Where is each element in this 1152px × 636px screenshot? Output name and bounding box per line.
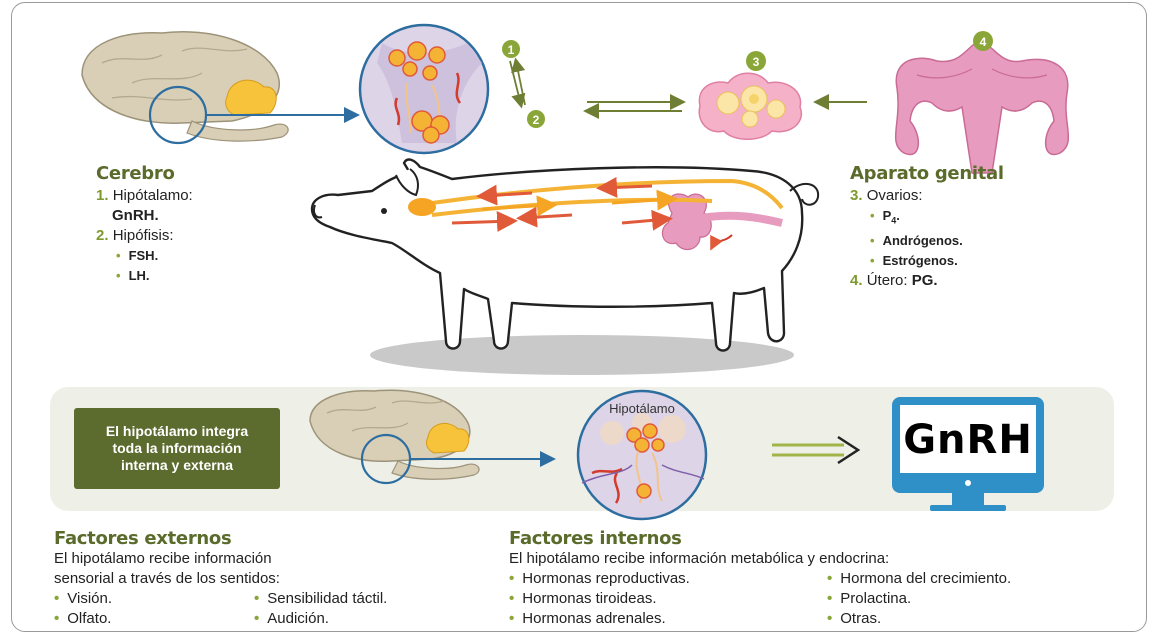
bullet-icon: •	[870, 208, 875, 223]
interno-item-label: Hormonas adrenales.	[522, 610, 665, 627]
bullet-icon: •	[827, 590, 832, 607]
externo-item: • Olfato.	[54, 609, 254, 629]
cerebro-sub-fsh-label: FSH.	[129, 248, 159, 263]
factores-externos-line-1: El hipotálamo recibe información	[54, 549, 387, 569]
interno-item: • Hormonas tiroideas.	[509, 589, 827, 609]
externo-item: • Audición.	[254, 609, 387, 629]
externo-item-label: Visión.	[67, 590, 112, 607]
interno-item-label: Hormonas reproductivas.	[522, 570, 690, 587]
bullet-icon: •	[116, 268, 121, 283]
externo-item-label: Sensibilidad táctil.	[267, 590, 387, 607]
cerebro-item-1-label: Hipótalamo:	[113, 187, 193, 204]
interno-item-label: Hormona del crecimiento.	[840, 570, 1011, 587]
ovary-illustration: 3	[699, 51, 801, 139]
integration-callout: El hipotálamo integra toda la informació…	[74, 408, 280, 489]
cerebro-title: Cerebro	[96, 163, 193, 184]
bullet-icon: •	[509, 570, 514, 587]
aparato-sub-estrogenos: • Estrógenos.	[850, 251, 1004, 271]
estrogenos-label: Estrógenos.	[883, 253, 958, 268]
cerebro-sub-lh-label: LH.	[129, 268, 150, 283]
monitor-illustration: GnRH	[892, 397, 1044, 511]
hypothalamus-label: Hipotálamo	[609, 401, 675, 416]
aparato-item-4: 4. Útero: PG.	[850, 271, 1004, 291]
bullet-icon: •	[54, 610, 59, 627]
factores-internos-title: Factores internos	[509, 528, 1011, 549]
cerebro-item-2: 2. Hipófisis:	[96, 226, 193, 246]
aparato-item-4-number: 4.	[850, 272, 863, 289]
marker-3-label: 3	[753, 55, 760, 69]
aparato-sub-p4: •P4.	[850, 206, 1004, 231]
bullet-icon: •	[116, 248, 121, 263]
bullet-icon: •	[827, 610, 832, 627]
cerebro-item-1-value: GnRH.	[96, 206, 193, 226]
pituitary-circle: 1 2	[360, 25, 545, 153]
externo-item-label: Audición.	[267, 610, 329, 627]
factores-internos-line-1: El hipotálamo recibe información metaból…	[509, 549, 1011, 569]
pig-illustration	[312, 160, 818, 375]
p4-main: P	[883, 208, 892, 223]
interno-item: • Otras.	[827, 609, 1011, 629]
cerebro-item-2-number: 2.	[96, 227, 109, 244]
marker-1-label: 1	[508, 43, 515, 57]
cerebro-sub-lh: • LH.	[96, 266, 193, 286]
interno-item: • Hormonas adrenales.	[509, 609, 827, 629]
aparato-item-4-label: Útero:	[867, 272, 908, 289]
cerebro-item-1-number: 1.	[96, 187, 109, 204]
aparato-item-3: 3. Ovarios:	[850, 186, 1004, 206]
bullet-icon: •	[509, 610, 514, 627]
figure-frame: 1 2 3 4	[11, 2, 1147, 632]
marker-4-label: 4	[980, 35, 987, 49]
bullet-icon: •	[254, 610, 259, 627]
aparato-item-3-label: Ovarios:	[867, 187, 923, 204]
cerebro-item-2-label: Hipófisis:	[113, 227, 174, 244]
factores-internos-section: Factores internos El hipotálamo recibe i…	[509, 528, 1011, 629]
marker-2-label: 2	[533, 113, 540, 127]
interno-item-label: Otras.	[840, 610, 881, 627]
aparato-item-3-number: 3.	[850, 187, 863, 204]
interno-item: • Prolactina.	[827, 589, 1011, 609]
cerebro-item-1: 1. Hipótalamo:	[96, 186, 193, 206]
externo-item-label: Olfato.	[67, 610, 111, 627]
brain-top-illustration	[82, 32, 356, 143]
bullet-icon: •	[870, 233, 875, 248]
factores-externos-title: Factores externos	[54, 528, 387, 549]
interno-item-label: Hormonas tiroideas.	[522, 590, 656, 607]
externo-item: • Visión.	[54, 589, 254, 609]
androgenos-label: Andrógenos.	[883, 233, 963, 248]
factores-externos-line-2: sensorial a través de los sentidos:	[54, 569, 387, 589]
cerebro-section: Cerebro 1. Hipótalamo: GnRH. 2. Hipófisi…	[96, 163, 193, 286]
bullet-icon: •	[509, 590, 514, 607]
p4-end: .	[896, 208, 900, 223]
cerebro-sub-fsh: • FSH.	[96, 246, 193, 266]
gnrh-output-arrow	[772, 437, 858, 463]
interno-item: • Hormonas reproductivas.	[509, 569, 827, 589]
integration-callout-text: El hipotálamo integra toda la informació…	[92, 423, 262, 474]
factores-externos-section: Factores externos El hipotálamo recibe i…	[54, 528, 387, 629]
bullet-icon: •	[870, 253, 875, 268]
aparato-item-4-value: PG.	[912, 272, 938, 289]
pituitary-ovary-arrows	[587, 102, 682, 111]
externo-item: • Sensibilidad táctil.	[254, 589, 387, 609]
uterus-illustration: 4	[896, 31, 1069, 173]
interno-item-label: Prolactina.	[840, 590, 911, 607]
hypothalamus-circle: Hipotálamo	[578, 391, 706, 519]
bullet-icon: •	[254, 590, 259, 607]
bullet-icon: •	[54, 590, 59, 607]
aparato-section: Aparato genital 3. Ovarios: • P 4. • Andróg…	[850, 163, 1004, 291]
interno-item: • Hormona del crecimiento.	[827, 569, 1011, 589]
aparato-sub-androgenos: • Andrógenos.	[850, 231, 1004, 251]
aparato-title: Aparato genital	[850, 163, 1004, 184]
bullet-icon: •	[827, 570, 832, 587]
brain-middle-illustration	[310, 390, 552, 483]
monitor-gnrh-text: GnRH	[903, 417, 1033, 463]
